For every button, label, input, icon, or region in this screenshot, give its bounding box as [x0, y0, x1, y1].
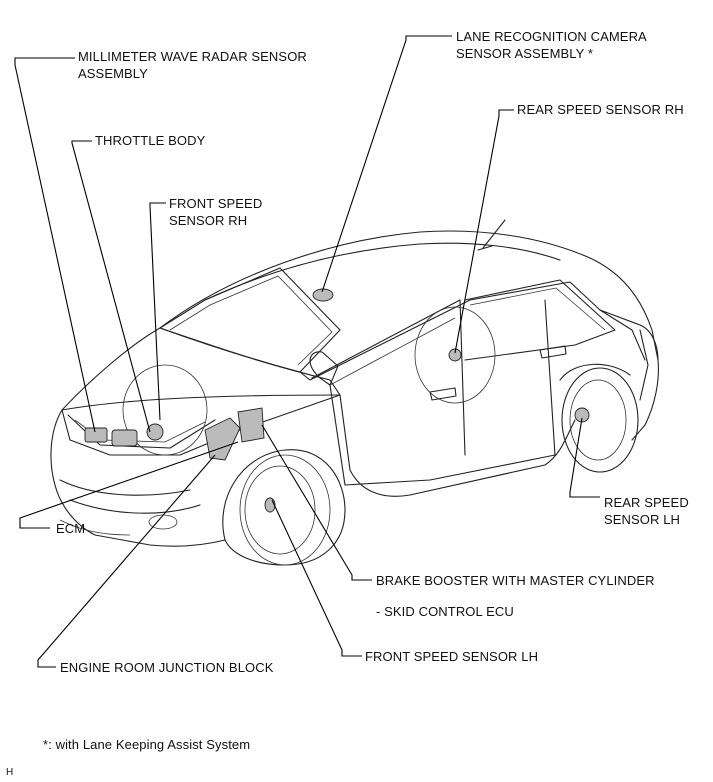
leader-camera	[321, 35, 452, 293]
leader-front-speed-rh	[149, 202, 166, 421]
leader-front-speed-lh	[271, 499, 362, 657]
label-engine-room-junction-block: ENGINE ROOM JUNCTION BLOCK	[60, 660, 274, 675]
corner-mark: H	[6, 767, 14, 778]
leader-rear-speed-rh	[454, 109, 514, 354]
label-brake-booster: BRAKE BOOSTER WITH MASTER CYLINDER	[376, 573, 655, 588]
label-radar-sensor: MILLIMETER WAVE RADAR SENSOR ASSEMBLY	[78, 49, 307, 81]
leader-throttle	[71, 140, 151, 433]
label-front-speed-sensor-lh: FRONT SPEED SENSOR LH	[365, 649, 539, 664]
leader-brake-booster	[261, 424, 372, 581]
leader-ecm	[19, 441, 239, 529]
leader-radar	[14, 57, 96, 433]
label-throttle-body: THROTTLE BODY	[95, 133, 206, 148]
label-front-speed-sensor-rh: FRONT SPEED SENSOR RH	[169, 196, 263, 228]
label-ecm: ECM	[56, 521, 86, 536]
label-rear-speed-sensor-rh: REAR SPEED SENSOR RH	[517, 102, 684, 117]
label-rear-speed-sensor-lh: REAR SPEED SENSOR LH	[604, 495, 689, 527]
footnote: *: with Lane Keeping Assist System	[43, 737, 251, 752]
leader-junction-block	[37, 454, 216, 668]
label-lane-camera: LANE RECOGNITION CAMERA SENSOR ASSEMBLY …	[456, 29, 647, 61]
label-skid-control-ecu: - SKID CONTROL ECU	[376, 604, 514, 619]
leader-rear-speed-lh	[569, 417, 600, 498]
leader-lines	[14, 35, 600, 668]
car-illustration	[50, 219, 659, 566]
